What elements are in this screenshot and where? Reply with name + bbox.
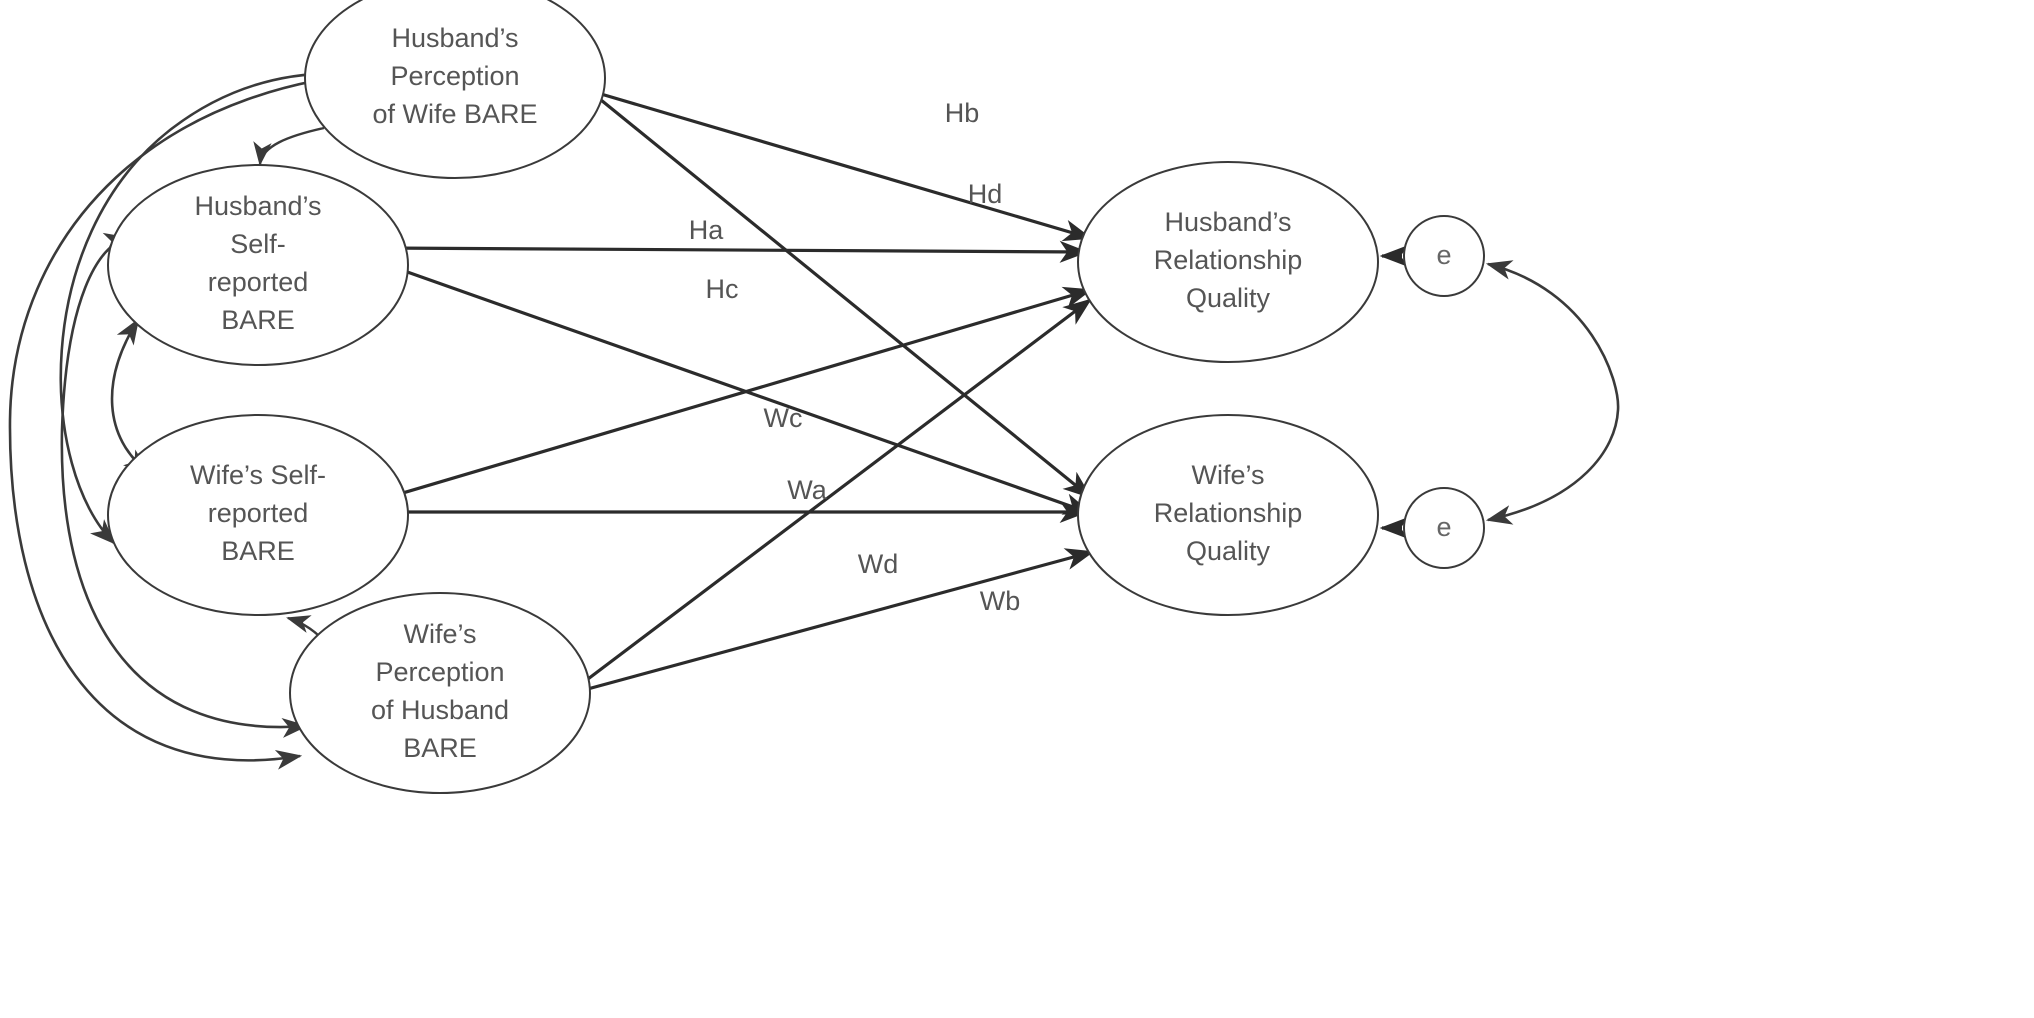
path-Hc xyxy=(378,260,1093,515)
husband-perception-label-line-2: Perception xyxy=(390,61,519,91)
wife-perception-label-line-2: Perception xyxy=(375,657,504,687)
husband-perception-ellipse[interactable] xyxy=(304,0,606,179)
wife-rq-label-line-2: Relationship xyxy=(1154,498,1303,528)
wife-rq-label-line-1: Wife’s xyxy=(1191,460,1264,490)
path-Wd xyxy=(583,298,1092,684)
husband-rq-label-line-2: Relationship xyxy=(1154,245,1303,275)
husband-rq-label-line-3: Quality xyxy=(1186,283,1271,313)
path-label-Wc: Wc xyxy=(764,403,803,433)
error-wife-label: e xyxy=(1436,512,1451,542)
path-label-Ha: Ha xyxy=(689,215,724,245)
wife-self-label-line-2: reported xyxy=(208,498,309,528)
node-error-wife[interactable]: e xyxy=(1403,487,1485,569)
path-Hd xyxy=(599,98,1092,499)
path-label-Wa: Wa xyxy=(787,475,827,505)
path-label-Wb: Wb xyxy=(980,586,1021,616)
wife-perception-label-line-3: of Husband xyxy=(371,695,509,725)
error-husband-label: e xyxy=(1436,240,1451,270)
husband-self-ellipse[interactable] xyxy=(107,164,409,366)
error-wife-circle[interactable] xyxy=(1403,487,1485,569)
node-error-husband[interactable]: e xyxy=(1403,215,1485,297)
path-Wc xyxy=(378,286,1093,502)
husband-perception-label-line-3: of Wife BARE xyxy=(372,99,537,129)
node-husband-rq[interactable]: Husband’s Relationship Quality xyxy=(1077,161,1379,363)
path-Ha xyxy=(378,240,1089,263)
error-husband-circle[interactable] xyxy=(1403,215,1485,297)
path-label-Hc: Hc xyxy=(706,274,739,304)
wife-rq-ellipse[interactable] xyxy=(1077,414,1379,616)
correlation-husband-self-wife-self xyxy=(110,318,150,474)
wife-self-ellipse[interactable] xyxy=(107,414,409,616)
node-wife-rq[interactable]: Wife’s Relationship Quality xyxy=(1077,414,1379,616)
correlation-wife-perception-husband-self xyxy=(60,232,309,738)
wife-rq-label-line-3: Quality xyxy=(1186,536,1271,566)
wife-perception-ellipse[interactable] xyxy=(289,592,591,794)
husband-rq-ellipse[interactable] xyxy=(1077,161,1379,363)
wife-self-label-line-3: BARE xyxy=(221,536,295,566)
correlation-error-husband-error-wife xyxy=(1485,260,1620,525)
husband-self-label-line-4: BARE xyxy=(221,305,295,335)
path-Hb xyxy=(600,92,1093,242)
arrow-husband-perception-to-husband-self xyxy=(253,126,325,166)
node-husband-self[interactable]: Husband’s Self- reported BARE xyxy=(107,164,409,366)
path-label-Hd: Hd xyxy=(968,179,1003,209)
path-label-Wd: Wd xyxy=(858,549,899,579)
wife-perception-label-line-4: BARE xyxy=(403,733,477,763)
husband-self-label-line-3: reported xyxy=(208,267,309,297)
husband-self-label-line-1: Husband’s xyxy=(194,191,321,221)
husband-self-label-line-2: Self- xyxy=(230,229,286,259)
wife-self-label-line-1: Wife’s Self- xyxy=(190,460,326,490)
node-wife-perception[interactable]: Wife’s Perception of Husband BARE xyxy=(289,592,591,794)
wife-perception-label-line-1: Wife’s xyxy=(403,619,476,649)
node-wife-self[interactable]: Wife’s Self- reported BARE xyxy=(107,414,409,616)
path-label-Hb: Hb xyxy=(945,98,980,128)
husband-rq-label-line-1: Husband’s xyxy=(1164,207,1291,237)
husband-perception-label-line-1: Husband’s xyxy=(391,23,518,53)
path-Wb xyxy=(583,548,1095,692)
node-husband-perception[interactable]: Husband’s Perception of Wife BARE xyxy=(304,0,606,179)
